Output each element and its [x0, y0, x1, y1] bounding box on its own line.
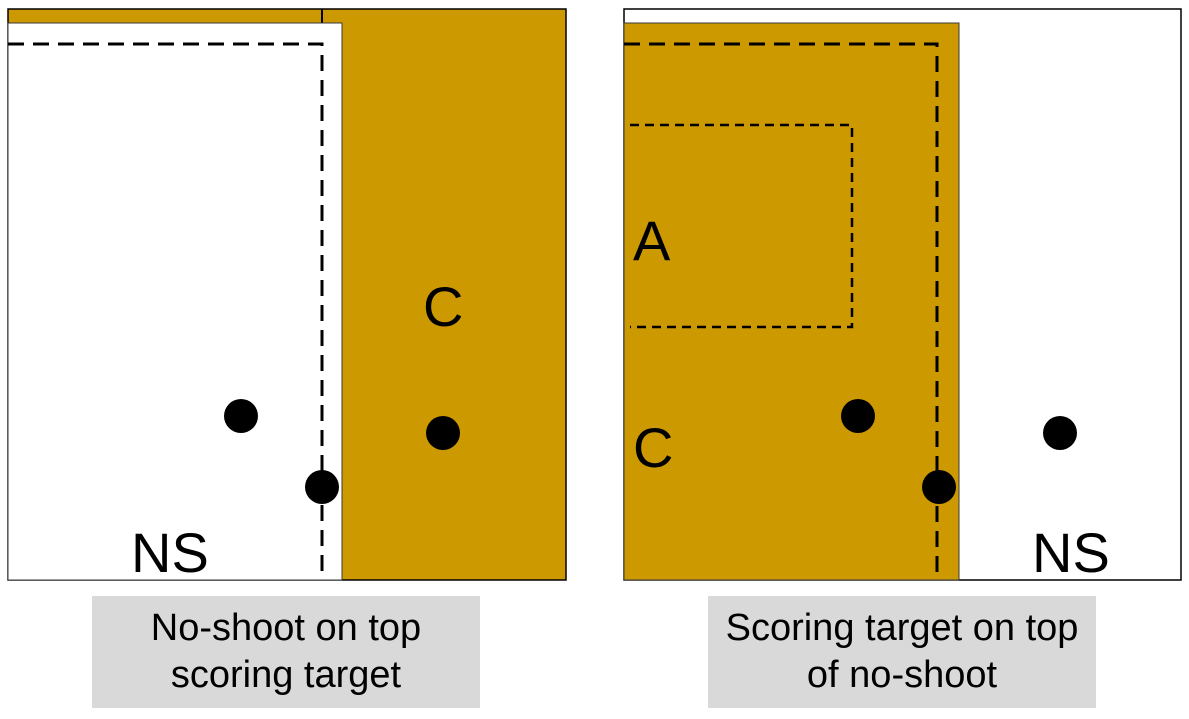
right-panel: A C NS	[623, 8, 1182, 584]
left-panel: C NS	[7, 8, 567, 584]
left-zone-label-ns: NS	[131, 521, 209, 584]
right-caption-line-1: Scoring target on top	[725, 606, 1079, 649]
right-hit-on-line	[922, 470, 956, 504]
right-scoring-target	[623, 22, 960, 581]
left-hit-scoring	[426, 416, 460, 450]
left-caption-line-1: No-shoot on top	[150, 606, 422, 649]
right-zone-label-ns: NS	[1032, 521, 1110, 584]
right-c-zone-border	[624, 42, 939, 580]
right-a-zone-border	[630, 123, 854, 329]
left-caption-line-2: scoring target	[170, 654, 402, 696]
right-caption: Scoring target on top of no-shoot	[708, 596, 1096, 708]
left-zone-label-c: C	[423, 275, 463, 338]
left-hit-noshoot	[224, 399, 258, 433]
left-hit-on-line	[305, 470, 339, 504]
left-caption: No-shoot on top scoring target	[92, 596, 480, 708]
left-noshoot-target	[7, 22, 343, 581]
right-zone-label-c: C	[633, 416, 673, 479]
right-zone-label-a: A	[633, 209, 671, 272]
right-hit-scoring	[841, 399, 875, 433]
left-hidden-zone-border	[8, 42, 324, 580]
right-hit-noshoot	[1043, 416, 1077, 450]
right-caption-line-2: of no-shoot	[806, 654, 998, 696]
